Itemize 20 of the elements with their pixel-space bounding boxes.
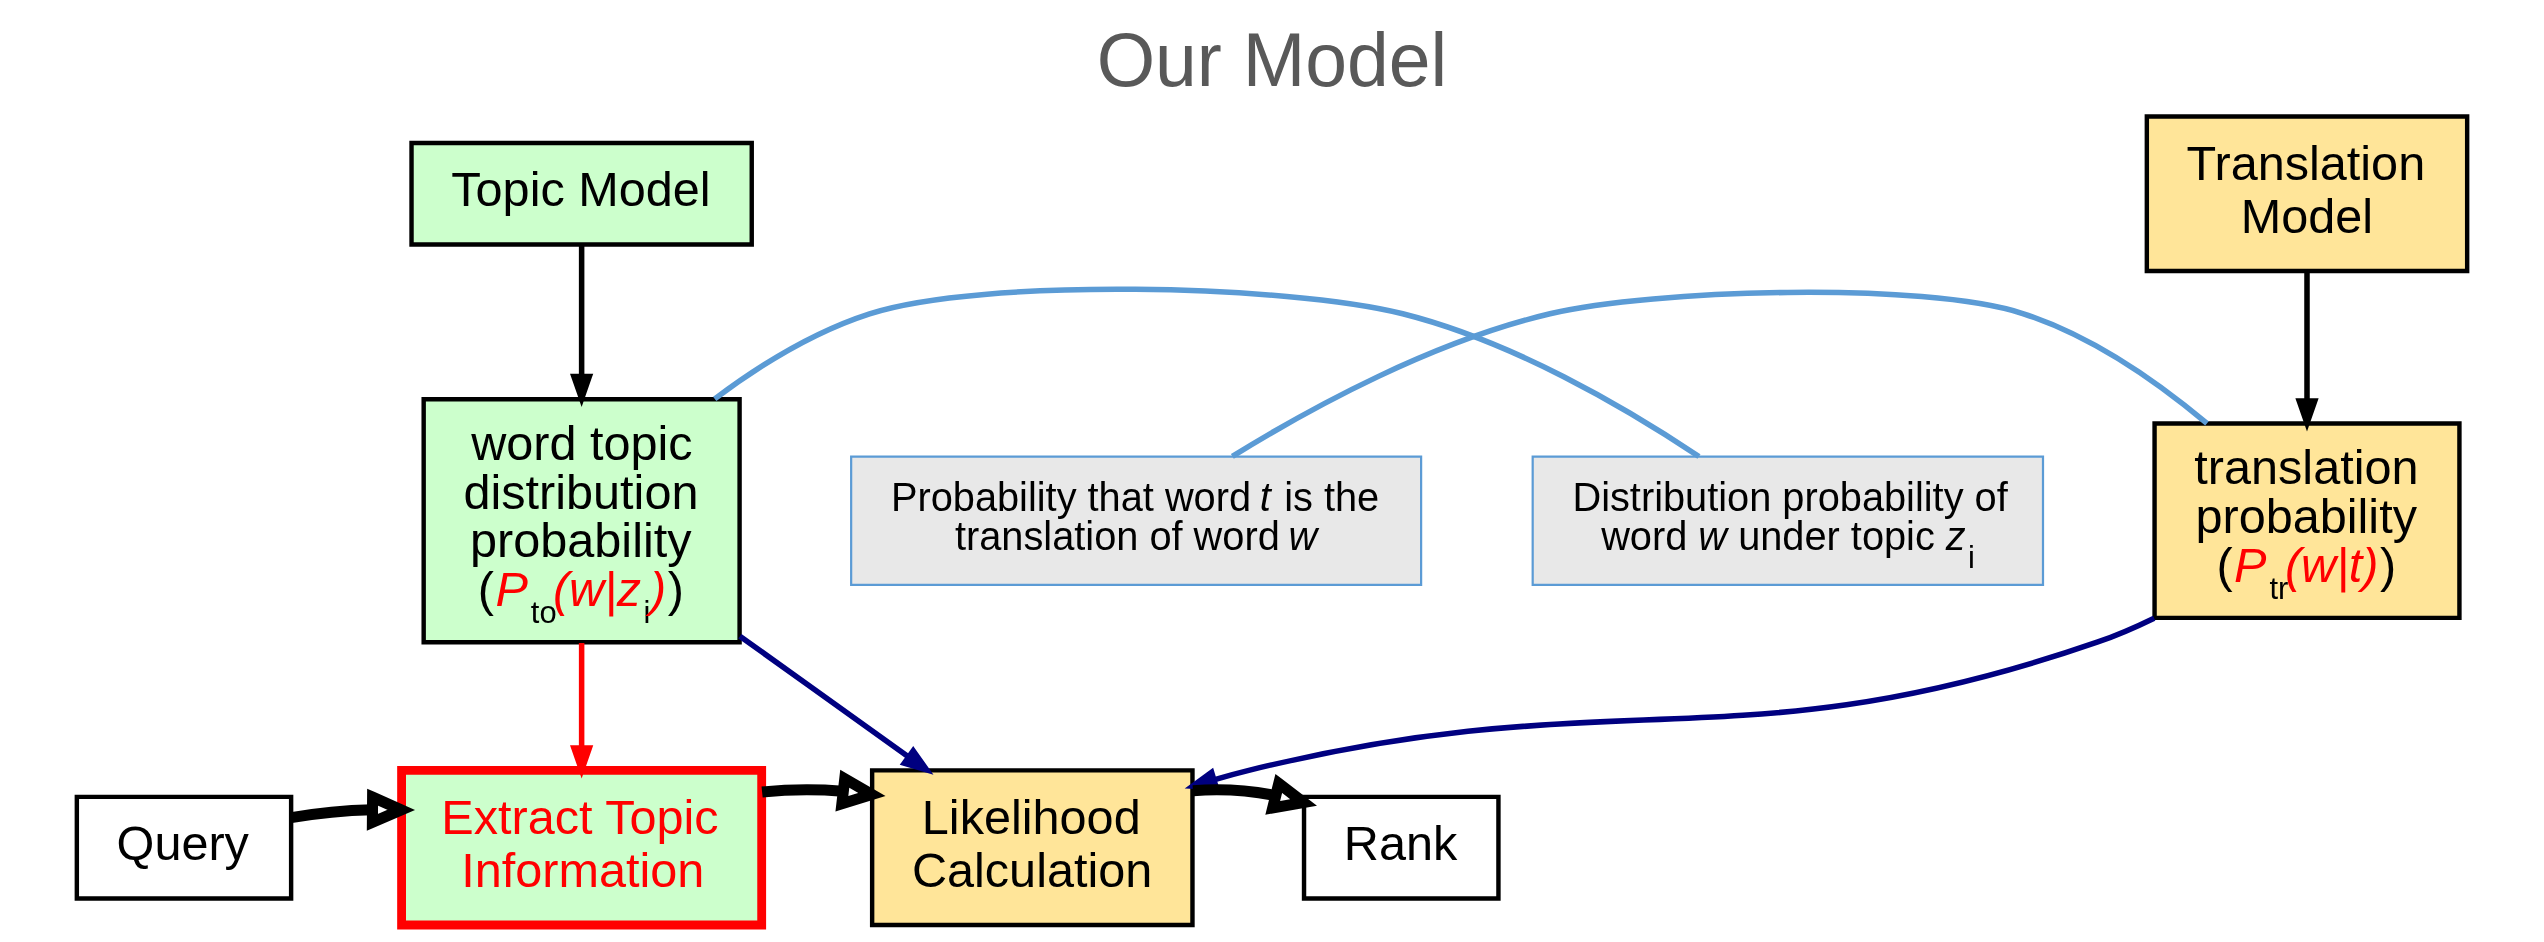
arrow [290,788,416,831]
node-box: Rank [1301,794,1501,901]
connector [713,286,1701,459]
node-box: Translation Model [2144,114,2470,274]
node-box: Distribution probability of word w under topic z$_{i}$ [1531,455,2045,586]
node-box: translation probability (P$_{tr}$(w|t)) [2152,421,2462,621]
arrow [761,769,886,812]
connector [1230,289,2209,459]
node-box: Query [74,794,294,901]
node-box: Likelihood Calculation [869,768,1195,928]
node-box: Topic Model [409,140,754,247]
arrow [738,633,934,775]
arrow [2295,271,2319,432]
node-box: Probability that word t is the translation of word w [850,455,1423,586]
diagram-title: Our Model [1096,17,1448,102]
node-box: Extract Topic Information [397,765,767,930]
arrow [570,643,594,779]
arrow [570,244,594,407]
node-box: word topic distribution probability (P$_{to}$(w|z$_{i}$)) [421,397,742,645]
arrow [1192,773,1317,815]
